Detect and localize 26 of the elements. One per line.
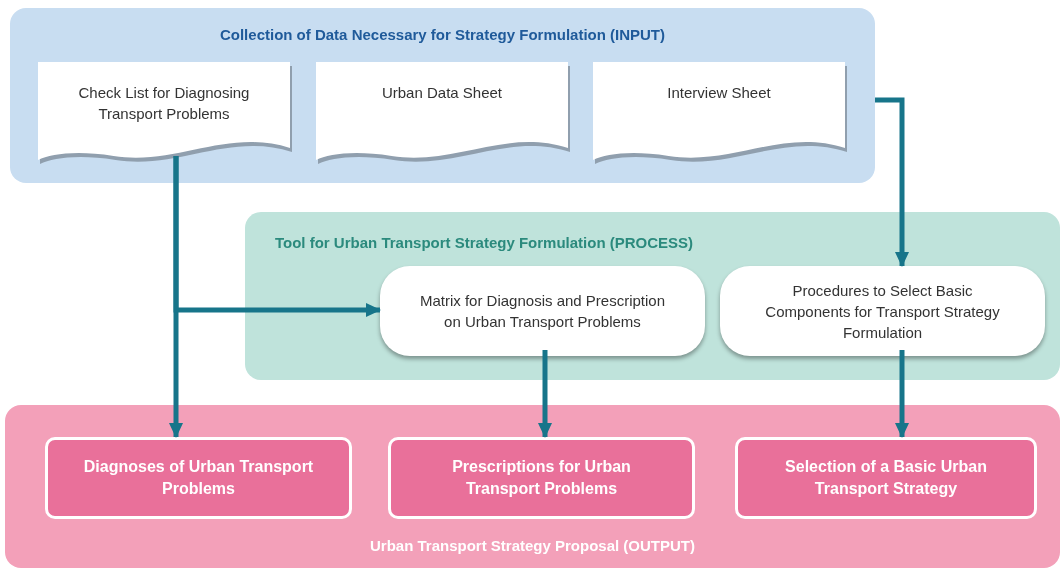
document-shape bbox=[316, 62, 568, 162]
document-shape bbox=[593, 62, 845, 162]
panel-heading: Tool for Urban Transport Strategy Formulation (PROCESS) bbox=[275, 234, 694, 251]
box-label: Procedures to Select Basic Components for Transport Strategy Formulation bbox=[764, 280, 1001, 343]
connector-arrow bbox=[875, 97, 909, 267]
document-title: Check List for Diagnosing Transport Problems bbox=[77, 83, 251, 124]
document-title: Urban Data Sheet bbox=[380, 83, 504, 103]
group-panel bbox=[10, 8, 875, 183]
document-shape bbox=[38, 62, 290, 162]
output-box bbox=[388, 437, 695, 519]
box-label: Matrix for Diagnosis and Prescription on Urban Transport Problems bbox=[418, 291, 667, 332]
group-panel bbox=[5, 405, 1060, 568]
box-label: Selection of a Basic Urban Transport Strategy bbox=[784, 457, 988, 499]
process-box bbox=[720, 266, 1045, 356]
output-box bbox=[735, 437, 1037, 519]
connector-arrow bbox=[895, 350, 909, 438]
connector-arrow bbox=[538, 350, 552, 438]
output-box bbox=[45, 437, 352, 519]
connector-arrow bbox=[173, 156, 381, 317]
process-box bbox=[380, 266, 705, 356]
panel-heading: Collection of Data Necessary for Strategy Formulation (INPUT) bbox=[218, 26, 667, 43]
group-panel bbox=[245, 212, 1060, 380]
panel-heading: Urban Transport Strategy Proposal (OUTPUT) bbox=[368, 537, 696, 554]
box-label: Diagnoses of Urban Transport Problems bbox=[82, 457, 315, 499]
document-title: Interview Sheet bbox=[666, 83, 772, 103]
box-label: Prescriptions for Urban Transport Problems bbox=[451, 457, 632, 499]
